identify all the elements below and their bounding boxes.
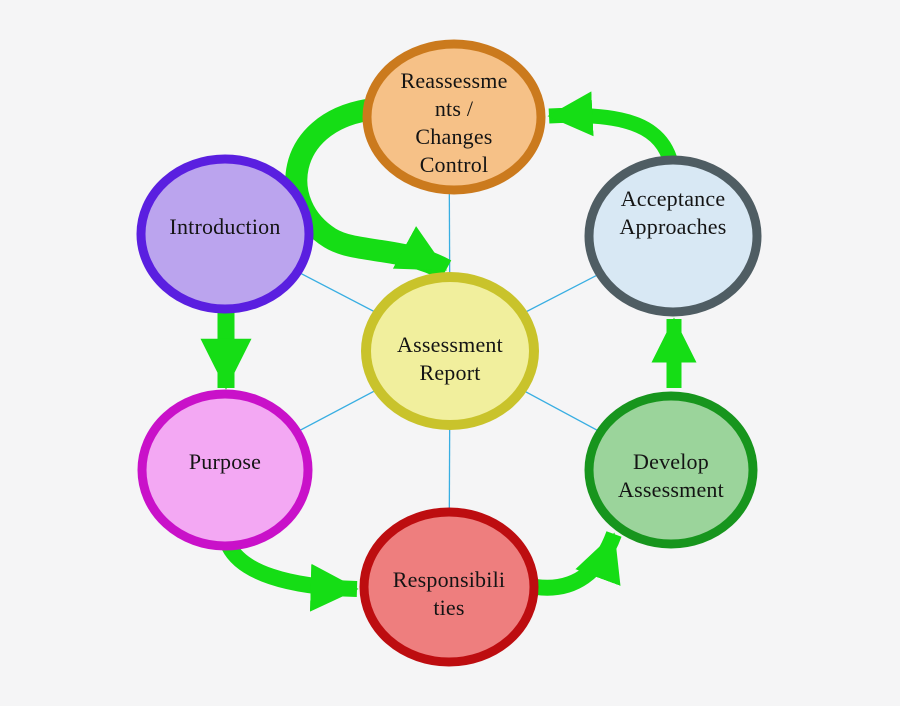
node-assessment-report-label: Assessment Report [360,331,540,387]
node-purpose-label: Purpose [135,448,315,476]
label-line: Develop [633,449,709,474]
label-line: Purpose [188,449,262,474]
arrow-purpose-to-responsibilities [221,541,359,612]
node-develop-circle [584,391,758,549]
node-responsibilities-label: Responsibili ties [359,566,539,622]
label-line: nts / [434,96,474,121]
arrow-acceptance-to-reassessments [547,91,679,166]
label-line: Introduction [169,214,281,239]
node-reassessments-circle [362,39,546,195]
label-line: ties [433,595,465,620]
node-acceptance-circle [584,155,762,317]
label-line: Control [419,152,489,177]
label-line: Responsibili [392,567,506,592]
node-acceptance-label: Acceptance Approaches [583,185,763,241]
node-introduction-label: Introduction [135,213,315,241]
node-responsibilities-circle [359,507,539,667]
node-develop-label: Develop Assessment [581,448,761,504]
label-line: Acceptance [620,186,726,211]
arrow-responsibilities-to-develop [534,531,622,596]
label-line: Assessment [397,332,503,357]
arrow-reassessments-to-center [285,99,452,280]
label-line: Assessment [618,477,724,502]
label-line: Report [419,360,481,385]
node-reassessments-label: Reassessme nts / Changes Control [364,67,544,179]
label-line: Reassessme [400,68,508,93]
node-purpose-circle [137,389,313,551]
flow-arrows [200,91,697,612]
label-line: Changes [415,124,493,149]
node-introduction-circle [136,154,314,314]
label-line: Approaches [619,214,727,239]
node-assessment-report-circle [361,272,539,430]
diagram-nodes [136,39,762,667]
